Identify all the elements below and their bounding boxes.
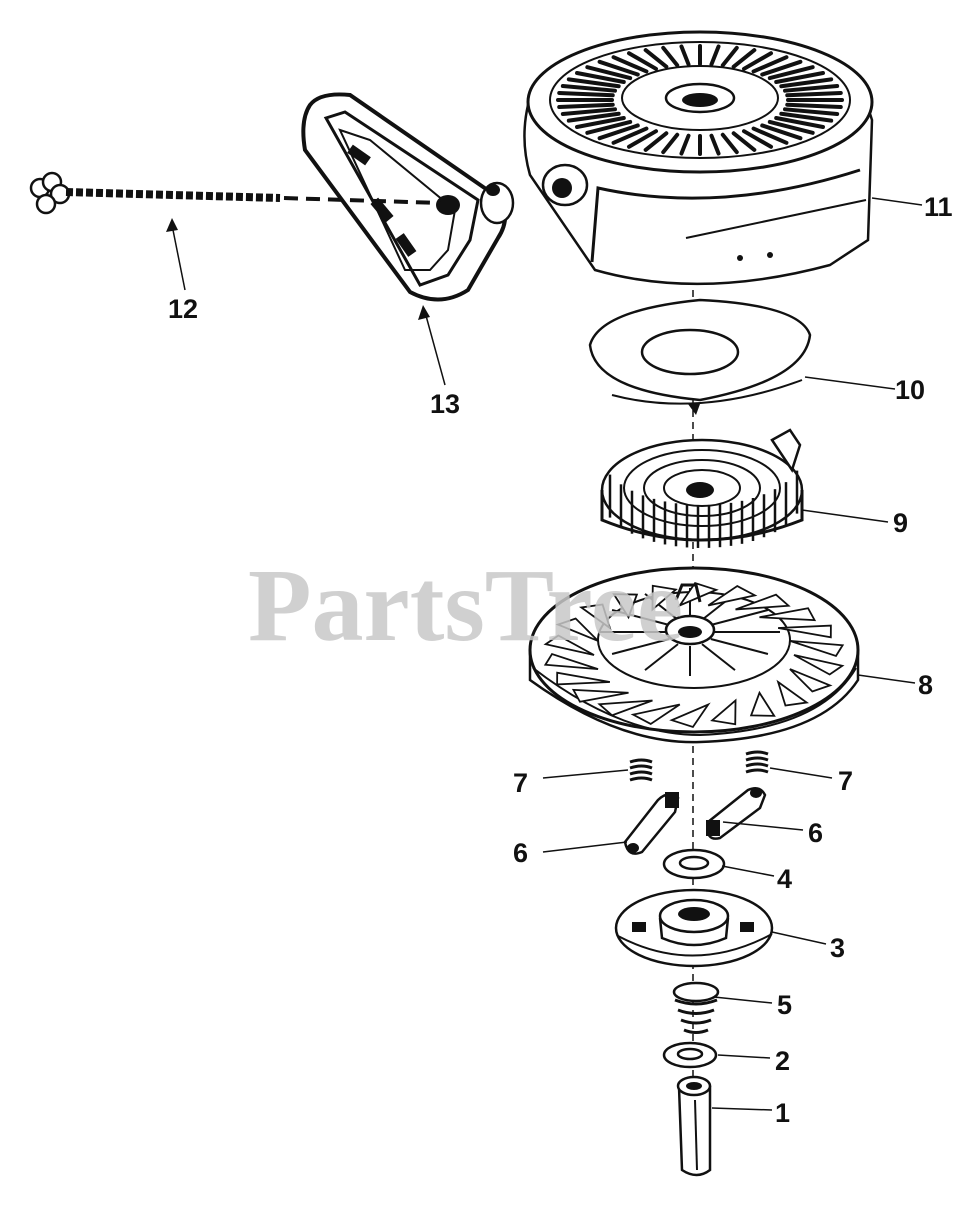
starter-handle-part-13[interactable] <box>301 92 515 302</box>
recoil-spring-part-9[interactable] <box>600 428 804 548</box>
part-label-3: 3 <box>830 933 845 963</box>
pawl-right-part-6[interactable] <box>706 787 767 840</box>
part-label-8: 8 <box>918 670 933 700</box>
center-pin-part-1[interactable] <box>676 1075 712 1177</box>
spring-cover-plate-part-10[interactable] <box>588 298 812 415</box>
part-label-7-left: 7 <box>513 768 528 798</box>
pawl-spring-right-part-7[interactable] <box>745 750 769 774</box>
washer-part-2[interactable] <box>662 1041 718 1069</box>
part-label-4: 4 <box>777 864 792 894</box>
starter-pulley-part-8[interactable] <box>528 566 860 744</box>
part-label-6-left: 6 <box>513 838 528 868</box>
part-label-5: 5 <box>777 990 792 1020</box>
pawl-left-part-6[interactable] <box>623 792 680 855</box>
watermark: PartsTree <box>248 548 683 663</box>
starter-rope-part-12[interactable] <box>29 171 441 215</box>
leader-arrowheads <box>166 218 430 320</box>
part-label-13: 13 <box>430 389 460 419</box>
part-label-7-right: 7 <box>838 766 853 796</box>
leader-lines <box>171 197 923 1111</box>
part-label-9: 9 <box>893 508 908 538</box>
part-label-12: 12 <box>168 294 198 324</box>
part-label-2: 2 <box>775 1046 790 1076</box>
brake-spring-part-5[interactable] <box>672 981 720 1034</box>
part-label-10: 10 <box>895 375 925 405</box>
retainer-part-3[interactable] <box>614 888 774 968</box>
washer-part-4[interactable] <box>662 848 726 880</box>
part-label-11: 11 <box>924 192 953 222</box>
part-label-6-right: 6 <box>808 818 823 848</box>
part-label-1: 1 <box>775 1098 790 1128</box>
pawl-spring-left-part-7[interactable] <box>629 758 653 782</box>
starter-housing-part-11[interactable] <box>523 30 874 286</box>
